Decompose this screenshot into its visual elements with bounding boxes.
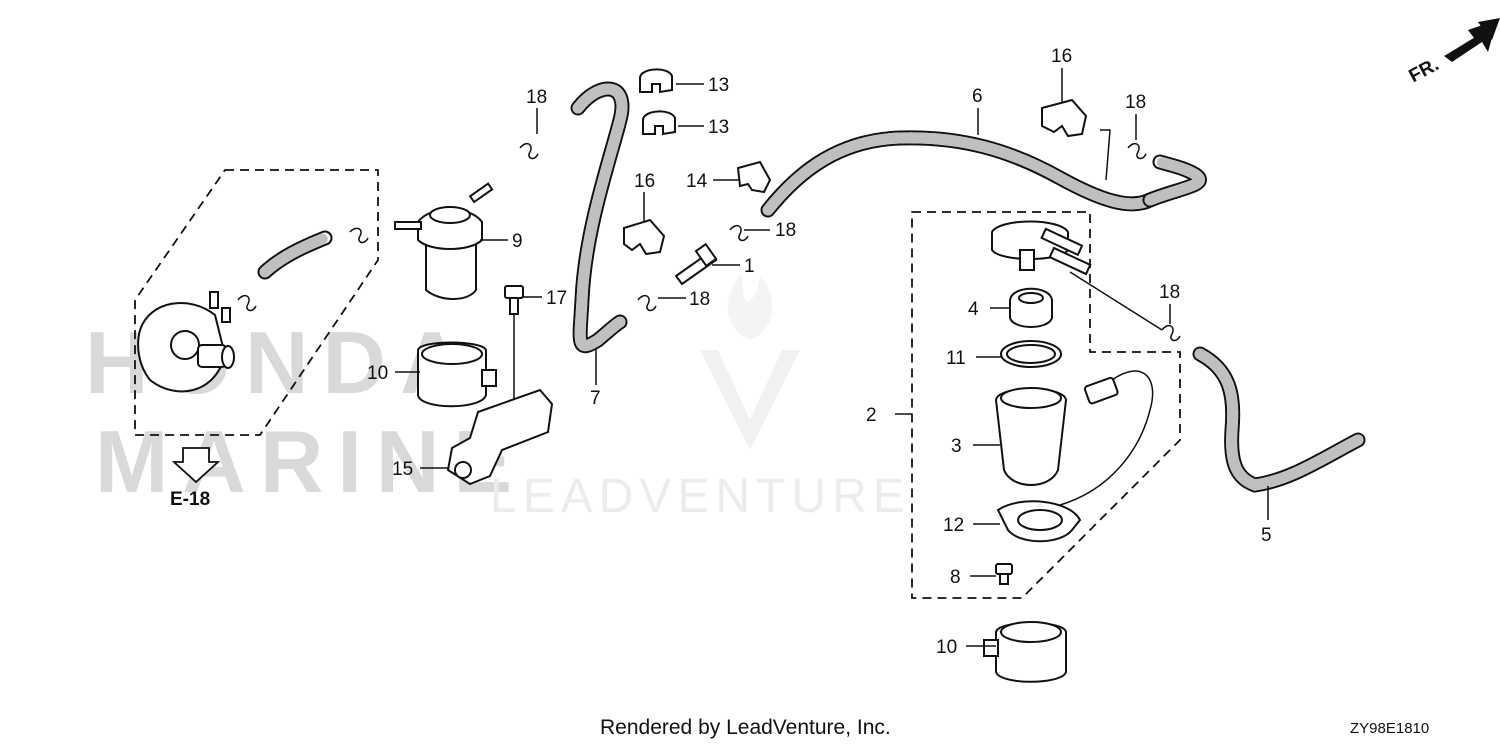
dashed-connector — [1100, 129, 1111, 181]
callout-14: 14 — [686, 171, 708, 192]
screw — [995, 563, 1013, 585]
callout-9: 9 — [512, 231, 523, 252]
filter-cup — [994, 387, 1068, 486]
hose-clamp-16a — [623, 218, 666, 256]
callout-7: 7 — [590, 388, 601, 409]
callout-16: 16 — [634, 171, 655, 192]
filter-head — [991, 220, 1092, 276]
leadventure-logo — [700, 275, 800, 450]
hose-clip — [729, 224, 749, 242]
callout-16: 16 — [1051, 46, 1072, 67]
hose-clip — [349, 227, 369, 244]
filter-mount-rubber-left — [417, 341, 497, 408]
filter-group-outline — [911, 211, 1181, 599]
callout-18: 18 — [526, 87, 547, 108]
mounting-bracket — [446, 388, 554, 486]
watermark-leadventure: LEADVENTURE — [490, 470, 911, 523]
front-direction-arrow: FR. — [1406, 18, 1500, 87]
hose-clip — [519, 142, 539, 160]
callout-2: 2 — [866, 405, 877, 426]
callout-leaders — [395, 68, 1269, 647]
hose-clamp-13a — [639, 68, 673, 94]
reference-arrow: E-18 — [170, 447, 221, 510]
fuel-hose-6 — [760, 130, 1207, 218]
callout-17: 17 — [546, 288, 567, 309]
hose-clip — [637, 294, 657, 312]
callout-18: 18 — [1125, 92, 1146, 113]
footer-rendered-by: Rendered by LeadVenture, Inc. — [600, 716, 891, 739]
filter-retaining-ring — [996, 500, 1082, 543]
callout-18: 18 — [775, 220, 796, 241]
fuel-hose-5 — [1192, 346, 1366, 493]
hose-clip — [237, 294, 257, 312]
callout-5: 5 — [1261, 525, 1272, 546]
callout-15: 15 — [392, 459, 413, 480]
hose-path-line — [1069, 271, 1163, 331]
footer-diagram-code: ZY98E1810 — [1350, 720, 1430, 737]
hose-clip — [1161, 324, 1181, 342]
callout-12: 12 — [943, 515, 964, 536]
watermark-marine: MARINE — [95, 412, 526, 511]
reference-label: E-18 — [170, 489, 210, 510]
filter-mount-rubber-bottom — [983, 621, 1067, 683]
callout-10: 10 — [367, 363, 388, 384]
callout-8: 8 — [950, 567, 961, 588]
callout-4: 4 — [968, 299, 979, 320]
filter-cap — [1009, 287, 1053, 328]
fuel-pump-group-outline — [134, 169, 379, 436]
callout-numbers: 18 13 13 14 16 18 1 18 17 9 10 7 15 6 16… — [367, 46, 1272, 658]
callout-1: 1 — [744, 256, 755, 277]
hose-clamp-14 — [736, 160, 772, 194]
hose-clip — [1127, 142, 1147, 160]
water-sensor-wire — [1059, 370, 1154, 506]
watermark: HONDA MARINE LEADVENTURE — [85, 275, 911, 523]
callout-18: 18 — [689, 289, 710, 310]
fuel-hose-7 — [570, 81, 630, 354]
callout-13: 13 — [708, 75, 729, 96]
callout-18: 18 — [1159, 282, 1180, 303]
callout-10: 10 — [936, 637, 957, 658]
callout-6: 6 — [972, 86, 983, 107]
fuel-hose-pump-to-filter — [257, 230, 333, 280]
fuel-filter — [394, 182, 494, 300]
fuel-pump — [137, 291, 235, 393]
hose-clamp-16b — [1041, 98, 1088, 138]
callout-3: 3 — [951, 436, 962, 457]
bolt — [504, 285, 524, 315]
hose-joint — [674, 242, 718, 286]
o-ring-inner — [1006, 344, 1056, 364]
callout-13: 13 — [708, 117, 729, 138]
hose-clamp-13b — [642, 110, 676, 136]
direction-label: FR. — [1406, 54, 1443, 87]
callout-11: 11 — [946, 348, 966, 369]
